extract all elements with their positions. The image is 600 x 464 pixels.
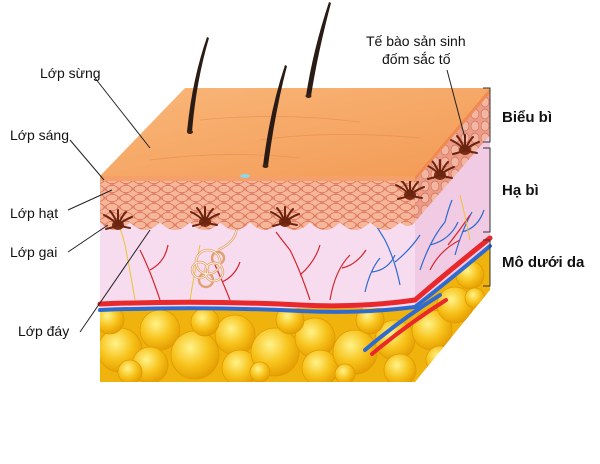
fat-cell xyxy=(425,345,455,375)
label-lop-gai: Lớp gai xyxy=(10,244,57,260)
fat-cell xyxy=(214,314,256,356)
stratum-corneum xyxy=(100,88,490,181)
leader-lines xyxy=(67,69,466,333)
label-mo-duoi-da: Mô dưới da xyxy=(502,254,585,271)
melanocyte xyxy=(450,134,480,155)
melanocyte xyxy=(190,206,220,227)
fat-cell xyxy=(249,361,271,382)
melanocyte xyxy=(395,179,425,200)
fat-cell xyxy=(170,330,220,380)
label-lop-hat: Lớp hạt xyxy=(10,205,58,221)
layer-brackets xyxy=(483,87,491,287)
label-te-bao-line1: Tế bào sản sinh xyxy=(366,33,466,49)
sweat-pore xyxy=(240,174,250,178)
hairs xyxy=(187,2,331,168)
capillaries xyxy=(139,199,485,301)
main-blood-vessels xyxy=(97,235,493,356)
label-ha-bi: Hạ bì xyxy=(502,182,539,199)
label-lop-sung: Lớp sừng xyxy=(40,65,101,81)
fat-cell xyxy=(334,363,356,382)
fat-cell xyxy=(301,349,339,382)
fat-cell xyxy=(464,287,486,309)
fat-cell xyxy=(383,353,417,382)
melanocytes xyxy=(103,134,480,230)
label-bieu-bi: Biểu bì xyxy=(502,109,552,126)
label-te-bao-line2: đốm sắc tố xyxy=(382,51,451,67)
label-lop-sang: Lớp sáng xyxy=(10,127,69,143)
label-lop-day: Lớp đáy xyxy=(18,323,69,339)
melanocyte xyxy=(103,209,133,230)
fat-cell xyxy=(117,359,143,382)
fat-cell xyxy=(190,307,220,337)
melanocyte xyxy=(270,206,300,227)
epidermis-cell-layers xyxy=(100,88,490,230)
fat-cells xyxy=(100,260,486,382)
melanocyte xyxy=(425,159,455,180)
